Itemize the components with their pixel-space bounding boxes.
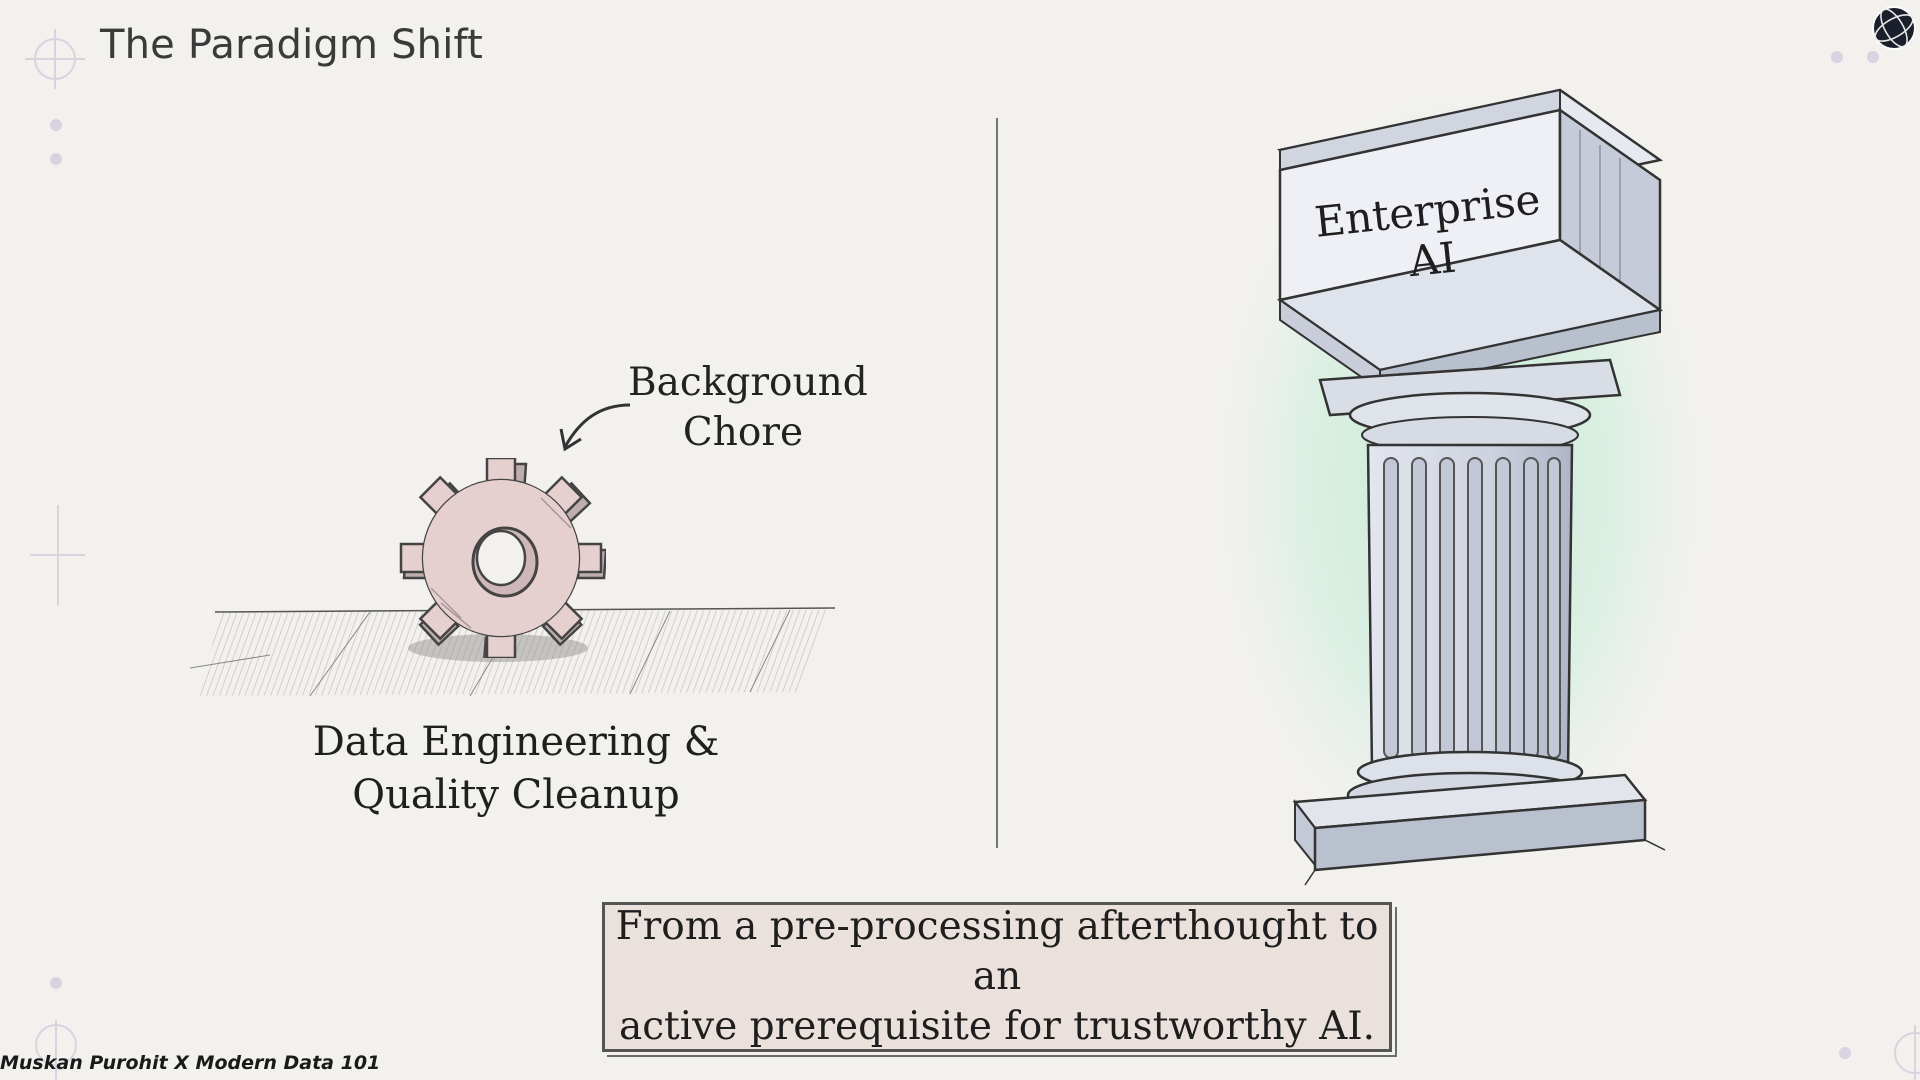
crosshair-decoration-bottom-right bbox=[1839, 1025, 1920, 1080]
conclusion-quote: From a pre-processing afterthought to an… bbox=[605, 902, 1389, 1052]
caption-line-1: Data Engineering & bbox=[312, 719, 720, 765]
dot-decoration-left bbox=[50, 119, 62, 165]
column-pillar-icon bbox=[1190, 50, 1730, 900]
callout-line-2: Chore bbox=[682, 410, 804, 455]
quote-line-2: active prerequisite for trustworthy AI. bbox=[618, 1004, 1376, 1049]
dot-decoration-top-right bbox=[1831, 51, 1879, 63]
page-title: The Paradigm Shift bbox=[100, 22, 483, 68]
quote-line-1: From a pre-processing afterthought to an bbox=[615, 904, 1379, 999]
plus-decoration-left bbox=[30, 505, 85, 605]
crosshair-decoration-bottom-left bbox=[35, 977, 77, 1080]
callout-line-1: Background bbox=[628, 360, 868, 405]
curved-arrow-icon bbox=[559, 403, 631, 452]
conclusion-quote-box: From a pre-processing afterthought to an… bbox=[602, 902, 1392, 1052]
crosshair-decoration-top-left bbox=[25, 29, 85, 89]
gear-icon bbox=[399, 458, 606, 658]
data-engineering-caption: Data Engineering & Quality Cleanup bbox=[300, 716, 732, 822]
center-divider bbox=[996, 118, 998, 848]
caption-line-2: Quality Cleanup bbox=[352, 772, 680, 818]
background-chore-label: Background Chore bbox=[628, 358, 868, 458]
globe-logo-icon bbox=[1872, 6, 1916, 50]
author-credit: Muskan Purohit X Modern Data 101 bbox=[0, 1052, 381, 1074]
